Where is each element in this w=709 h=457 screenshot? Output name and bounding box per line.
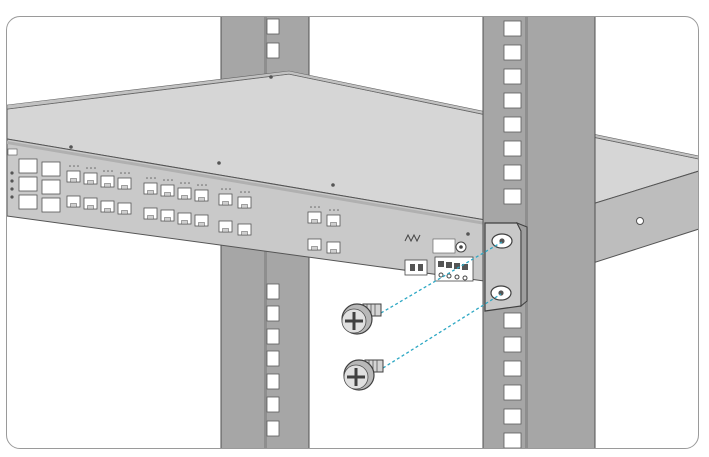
mounting-bracket <box>484 222 528 312</box>
illustration-frame <box>6 16 699 449</box>
power-connector-area <box>404 232 474 282</box>
mounting-screw-icon <box>341 303 382 335</box>
screw-guide-lines <box>380 241 503 369</box>
sfp-ports <box>7 148 61 213</box>
rack-post-left-holes <box>266 18 280 437</box>
rack-post-right-holes <box>503 20 522 448</box>
rack-installation-scene <box>7 17 698 448</box>
side-screw-icon <box>636 217 644 225</box>
mounting-screw-icon <box>343 359 384 391</box>
